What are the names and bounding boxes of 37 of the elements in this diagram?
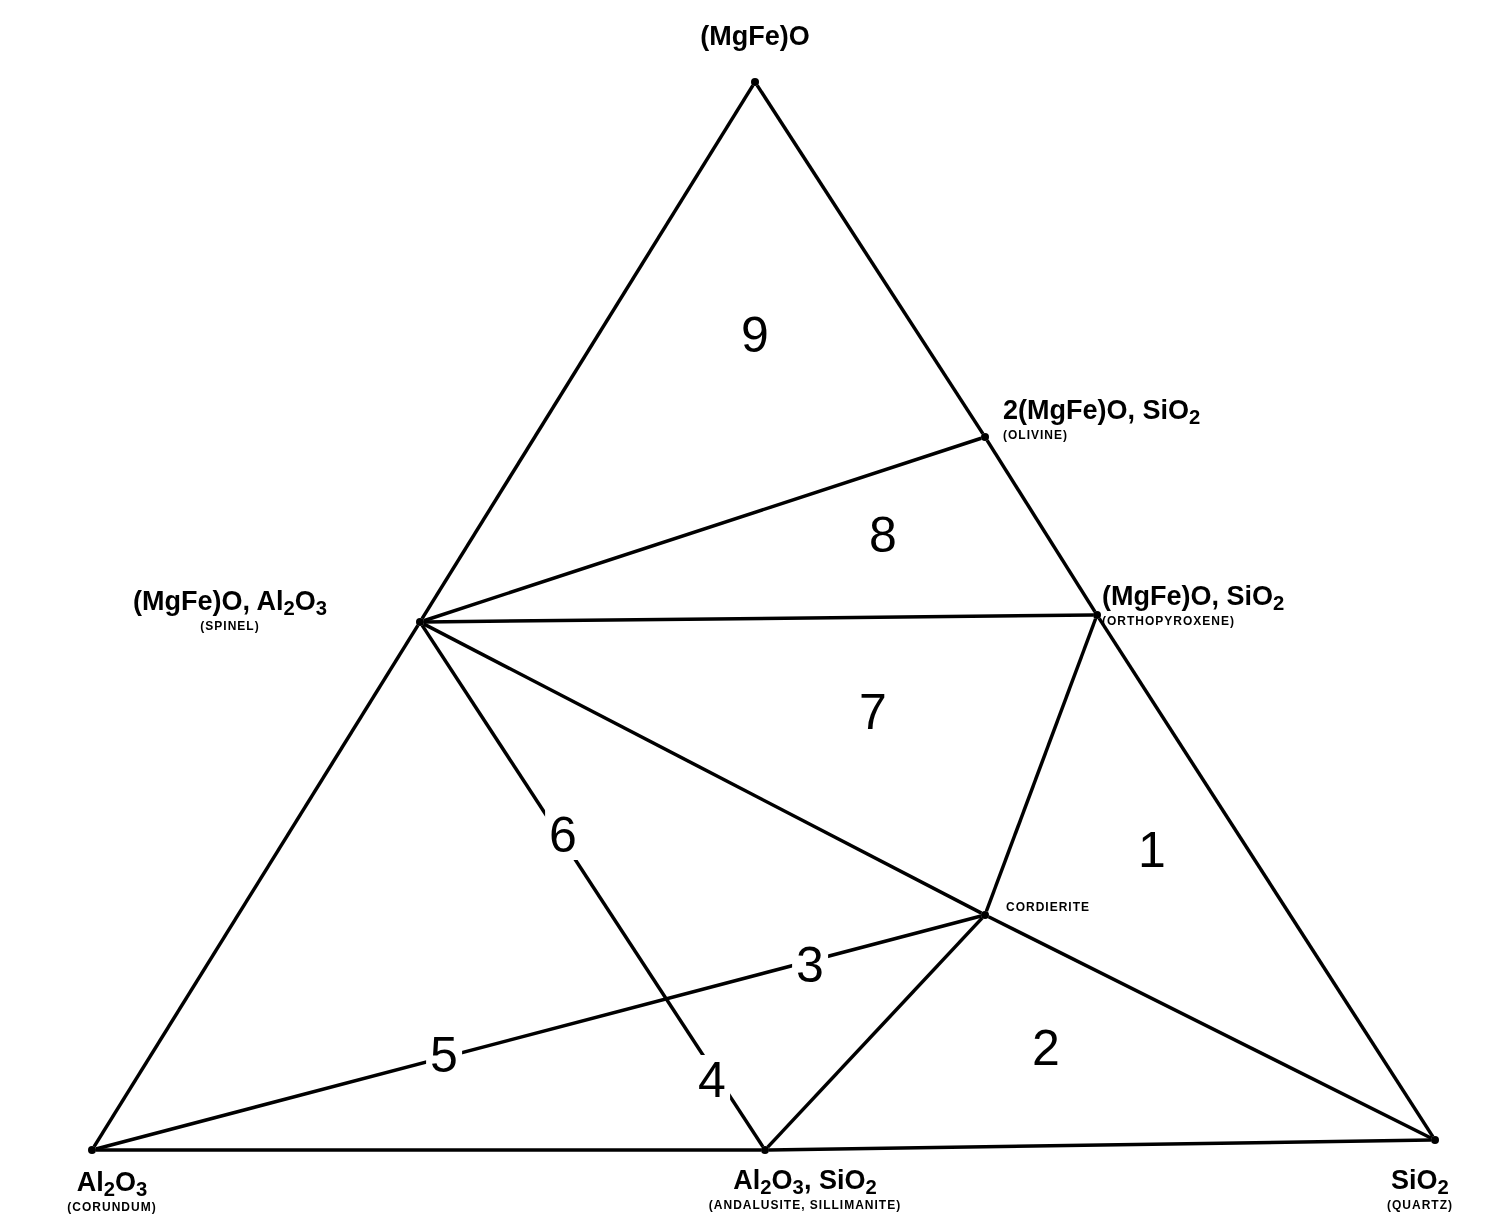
composition-point bbox=[1093, 611, 1101, 619]
tie-line bbox=[755, 84, 985, 435]
mineral-name: (SPINEL) bbox=[200, 618, 260, 634]
tie-line bbox=[984, 618, 1098, 912]
composition-point bbox=[981, 911, 989, 919]
composition-point bbox=[88, 1146, 96, 1154]
tie-line bbox=[96, 1148, 761, 1152]
formula-label: 2(MgFe)O, SiO$_{2}$ bbox=[1003, 394, 1201, 428]
formula-label: SiO$_{2}$ bbox=[1391, 1164, 1449, 1198]
tie-line bbox=[420, 84, 755, 620]
tie-line bbox=[424, 613, 1093, 624]
region-number: 6 bbox=[545, 810, 581, 860]
tie-line bbox=[95, 914, 982, 1151]
mineral-name: (OLIVINE) bbox=[1003, 427, 1068, 443]
mineral-name: (QUARTZ) bbox=[1387, 1197, 1453, 1213]
composition-point bbox=[416, 618, 424, 626]
formula-label: (MgFe)O, Al$_{2}$O$_{3}$ bbox=[133, 585, 327, 619]
mineral-name: CORDIERITE bbox=[1006, 900, 1090, 915]
formula-label: Al$_{2}$O$_{3}$, SiO$_{2}$ bbox=[733, 1164, 877, 1198]
mineral-name: (CORUNDUM) bbox=[67, 1199, 157, 1215]
formula-label: (MgFe)O bbox=[700, 20, 810, 53]
formula-label: Al$_{2}$O$_{3}$ bbox=[76, 1166, 148, 1200]
tie-line bbox=[987, 915, 1433, 1140]
tie-line bbox=[92, 624, 420, 1148]
composition-point bbox=[751, 78, 759, 86]
formula-label: (MgFe)O, SiO$_{2}$ bbox=[1102, 580, 1285, 614]
composition-point bbox=[761, 1146, 769, 1154]
composition-point bbox=[981, 433, 989, 441]
mineral-name: (ANDALUSITE, SILLIMANITE) bbox=[708, 1197, 902, 1213]
tie-line bbox=[768, 1138, 1432, 1152]
tie-line bbox=[766, 916, 984, 1149]
composition-point bbox=[1431, 1136, 1439, 1144]
tie-line bbox=[422, 622, 983, 915]
tie-line bbox=[423, 436, 982, 623]
mineral-name: (ORTHOPYROXENE) bbox=[1102, 613, 1235, 629]
tie-line bbox=[985, 439, 1097, 613]
tie-line bbox=[1097, 617, 1435, 1138]
